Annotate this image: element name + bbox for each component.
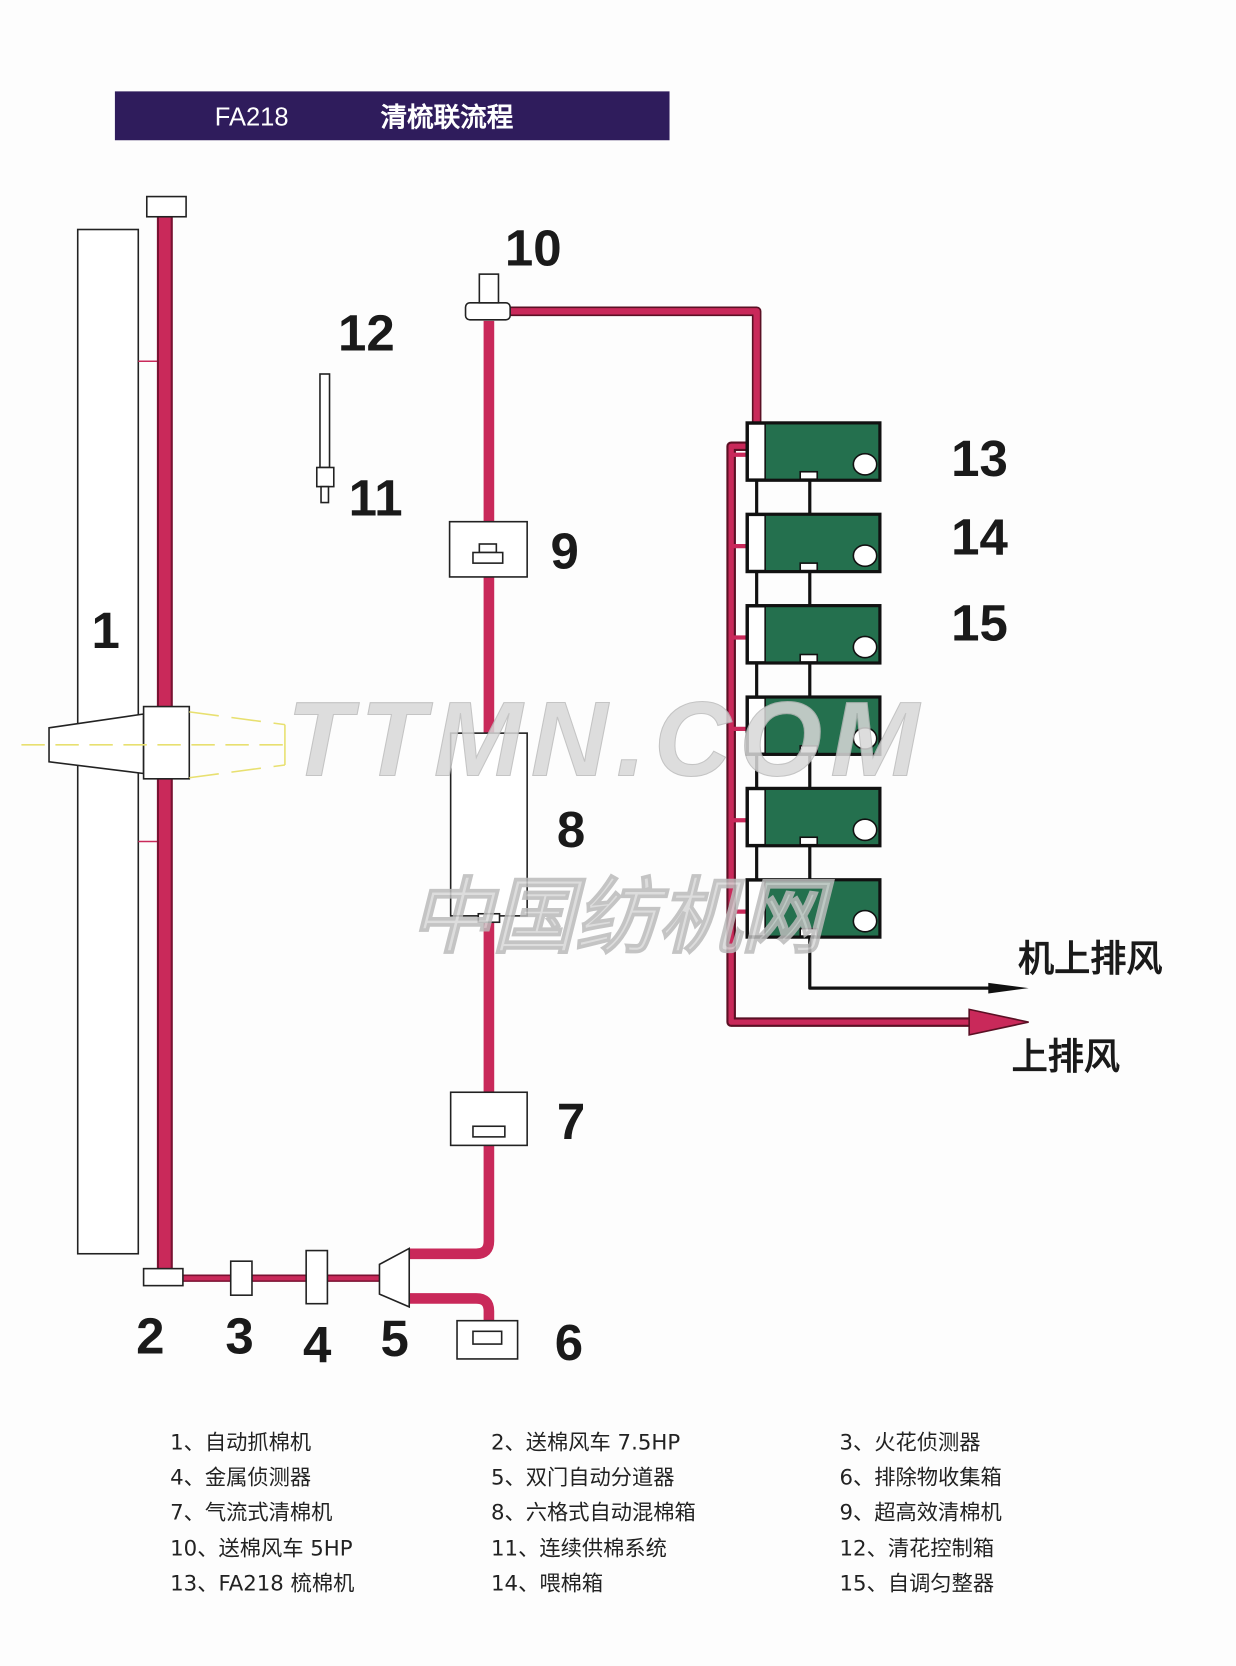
carding-machine [745, 604, 882, 665]
label-6: 6 [555, 1314, 583, 1371]
feed-system-11-body [315, 466, 335, 488]
card-exhaust-port [799, 745, 819, 755]
plucker-head [142, 705, 191, 780]
exhaust-machine-arrow [988, 982, 1029, 994]
label-exhaust-machine: 机上排风 [1018, 937, 1162, 980]
label-5: 5 [381, 1310, 409, 1367]
label-12: 12 [338, 305, 395, 362]
label-13: 13 [951, 430, 1008, 487]
cleaner-9-part [472, 551, 504, 564]
label-2: 2 [136, 1308, 164, 1365]
card-exhaust-port [799, 927, 819, 937]
chute-feed [747, 697, 766, 755]
fan-10 [464, 302, 511, 321]
card-coiler [852, 909, 878, 933]
chute-feed [747, 423, 766, 480]
spark-detector-3 [229, 1260, 253, 1296]
header-bar [114, 91, 670, 141]
watermark-line2: 中国纺机网 [409, 871, 834, 964]
legend-item: 6、排除物收集箱 [840, 1465, 1002, 1490]
sensor-beam [21, 711, 288, 779]
legend-item: 14、喂棉箱 [491, 1572, 603, 1597]
mixer-8 [449, 732, 528, 917]
metal-detector-4 [305, 1249, 329, 1305]
label-7: 7 [557, 1093, 585, 1150]
waste-box-6-slot [472, 1330, 503, 1345]
legend-item: 7、气流式清棉机 [170, 1500, 332, 1525]
label-15: 15 [951, 595, 1008, 652]
chute-feed [747, 514, 766, 572]
legend-item: 9、超高效清棉机 [840, 1500, 1002, 1525]
legend-item: 3、火花侦测器 [840, 1430, 981, 1455]
card-coiler [852, 635, 878, 659]
carding-machine [745, 695, 882, 756]
label-8: 8 [557, 801, 585, 858]
legend-item: 1、自动抓棉机 [170, 1430, 311, 1455]
carding-machine [745, 878, 882, 939]
card-exhaust-port [799, 836, 819, 846]
card-coiler [852, 544, 878, 568]
card-coiler [852, 452, 878, 476]
chute-feed [747, 605, 766, 663]
carding-machine [745, 786, 882, 848]
label-14: 14 [951, 509, 1008, 566]
card-exhaust-port [799, 470, 819, 480]
feed-system-11-stem [320, 485, 330, 504]
legend-item: 5、双门自动分道器 [491, 1465, 675, 1490]
header-title: 清梳联流程 [381, 102, 514, 133]
feed-system-11 [319, 373, 331, 469]
cleaner-9-part [478, 543, 498, 554]
header-model: FA218 [215, 103, 289, 131]
legend-item: 11、连续供棉系统 [491, 1537, 667, 1562]
card-exhaust-port [799, 653, 819, 663]
label-exhaust-top: 上排风 [1012, 1035, 1120, 1078]
label-4: 4 [303, 1316, 332, 1373]
label-1: 1 [92, 602, 120, 659]
legend-item: 13、FA218 梳棉机 [170, 1572, 354, 1597]
legend-item: 4、金属侦测器 [170, 1465, 311, 1490]
carding-machine [745, 421, 882, 482]
splitter-5 [378, 1247, 411, 1309]
plucker-arm [48, 713, 145, 775]
card-coiler [852, 818, 878, 842]
card-exhaust-port [799, 562, 819, 572]
legend: 1、自动抓棉机 2、送棉风车 7.5HP 3、火花侦测器 4、金属侦测器 5、双… [170, 1430, 1002, 1596]
exhaust-top-arrow [968, 1008, 1029, 1036]
carding-machine [745, 512, 882, 574]
card-group [731, 421, 882, 939]
fan-10-impeller [478, 273, 500, 304]
fan-2 [142, 1267, 184, 1287]
chute-feed [747, 880, 766, 937]
cleaner-7-slot [472, 1125, 506, 1138]
card-coiler [852, 727, 878, 750]
legend-item: 2、送棉风车 7.5HP [491, 1430, 680, 1455]
legend-item: 10、送棉风车 5HP [170, 1537, 353, 1562]
label-10: 10 [505, 220, 562, 277]
legend-item: 8、六格式自动混棉箱 [491, 1500, 696, 1525]
watermark-line1: TTMN.COM [287, 680, 927, 799]
legend-item: 15、自调匀整器 [840, 1572, 995, 1597]
plucker-top-cap [145, 195, 187, 218]
mixer-8-outlet [477, 912, 501, 924]
label-9: 9 [551, 522, 579, 579]
legend-item: 12、清花控制箱 [840, 1537, 995, 1562]
chute-feed [747, 788, 766, 846]
label-3: 3 [225, 1308, 253, 1365]
label-11: 11 [349, 469, 403, 526]
